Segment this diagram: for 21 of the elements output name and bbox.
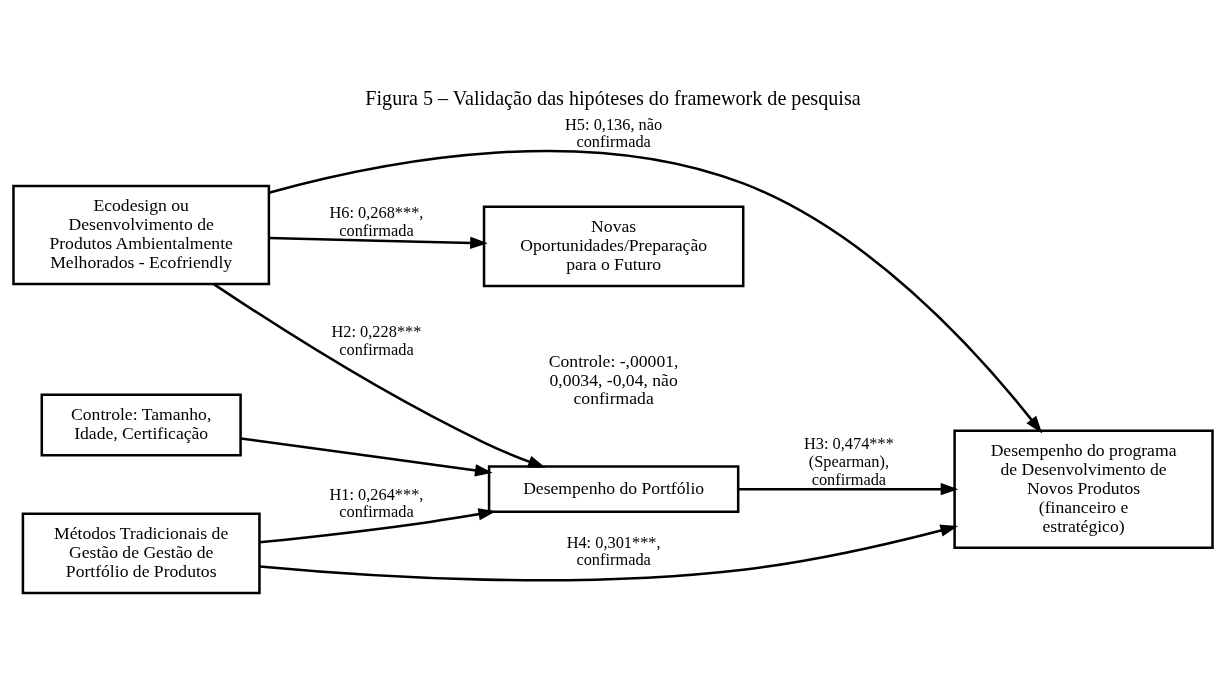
edge-label: H4: 0,301***, confirmada	[566, 532, 661, 570]
arrow	[213, 283, 546, 468]
edge-label: H1: 0,264***, confirmada	[329, 484, 424, 522]
node-box: Ecodesign ou Desenvolvimento de Produtos Ambientalmente Melhorados - Ecofriendly	[12, 184, 271, 286]
node-box: Controle: Tamanho, Idade, Certificação	[40, 393, 242, 457]
node-box: Métodos Tradicionais de Gestão de Gestão de Portfólio de Produtos	[21, 512, 261, 595]
edge-label: H2: 0,228*** confirmada	[331, 322, 422, 360]
arrow	[268, 149, 1043, 434]
node-box: Desempenho do programa de Desenvolvimento de Novos Produtos (financeiro e estratégico)	[953, 429, 1214, 549]
edge-label: H5: 0,136, não confirmada	[565, 114, 663, 152]
edge-label: H6: 0,268***, confirmada	[329, 202, 424, 240]
node-box: Desempenho do Portfólio	[487, 465, 740, 514]
arrow	[259, 508, 497, 544]
edge-label: H3: 0,474*** (Spearman), confirmada	[803, 434, 894, 489]
arrow	[259, 524, 959, 582]
arrow	[240, 437, 493, 477]
diagram-title: Figura 5 – Validação das hipóteses do framework de pesquisa	[365, 87, 861, 110]
arrow	[268, 236, 488, 250]
arrow	[738, 483, 959, 496]
label: Controle: -,00001, 0,0034, -0,04, não confirmada	[548, 350, 679, 409]
node-box: Novas Oportunidades/Preparação para o Futuro	[482, 205, 745, 288]
